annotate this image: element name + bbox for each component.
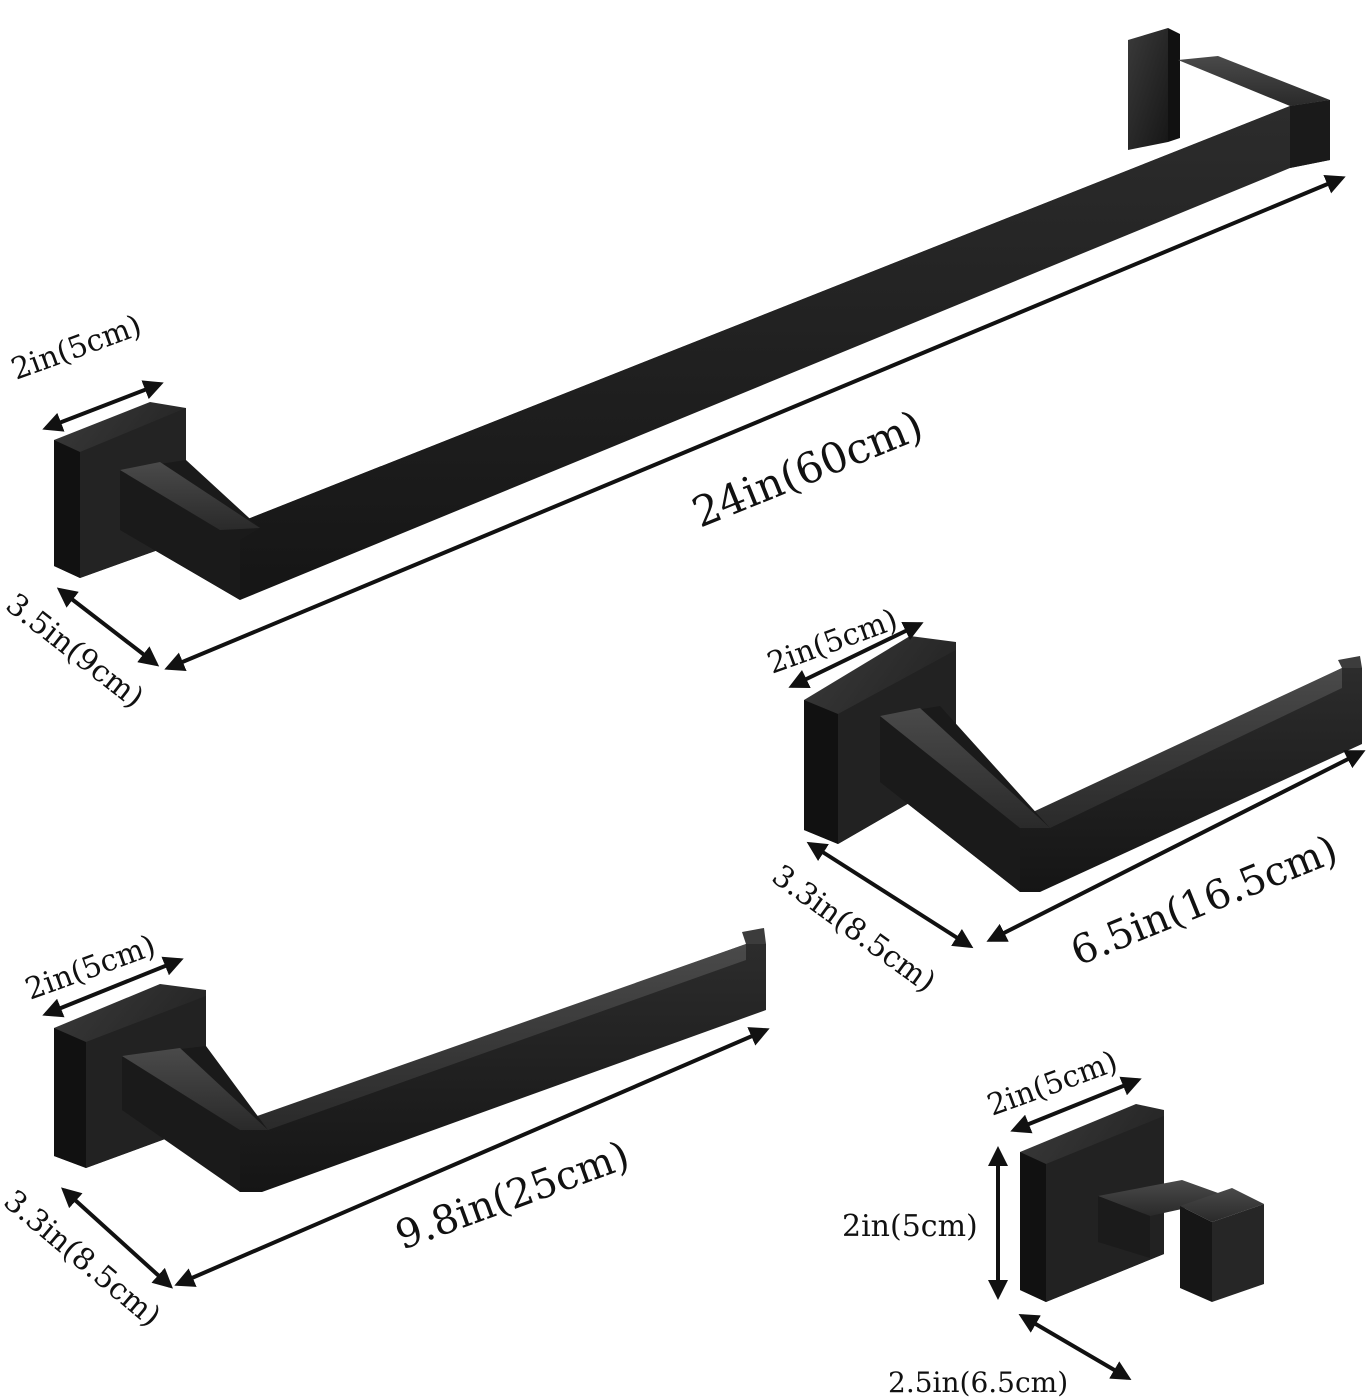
towel-bar-plate-label: 2in(5cm)	[7, 308, 147, 387]
robe-hook-plate-arrow	[1010, 1076, 1142, 1134]
robe-hook-projection-label: 2.5in(6.5cm)	[888, 1366, 1068, 1399]
towel-ring-bar-length-arrow	[174, 1027, 770, 1287]
towel-bar-projection-arrow	[56, 587, 160, 667]
right-mount-plate	[1128, 28, 1168, 150]
towel-bar-length-arrow	[164, 174, 1346, 672]
paper-holder-projection-label: 3.3in(8.5cm)	[765, 858, 942, 1000]
paper-holder-plate-arrow	[788, 621, 924, 689]
robe-hook-illustration	[1020, 1104, 1264, 1302]
towel-bar-length-label: 24in(60cm)	[685, 401, 929, 538]
towel-ring-bar-length-label: 9.8in(25cm)	[390, 1133, 636, 1260]
robe-hook-projection-arrow	[1018, 1313, 1132, 1381]
towel-ring-bar-plate-arrow	[42, 956, 184, 1018]
towel-bar-plate-arrow	[42, 380, 164, 432]
paper-holder-length-arrow	[986, 750, 1366, 942]
robe-hook-plate-label: 2in(5cm)	[983, 1044, 1123, 1123]
towel-ring-bar-projection-arrow	[61, 1187, 173, 1289]
paper-holder-projection-arrow	[806, 841, 974, 949]
towel-bar-illustration	[54, 28, 1330, 600]
towel-bar-projection-label: 3.5in(9cm)	[0, 587, 150, 716]
robe-hook-height-label: 2in(5cm)	[842, 1209, 978, 1244]
